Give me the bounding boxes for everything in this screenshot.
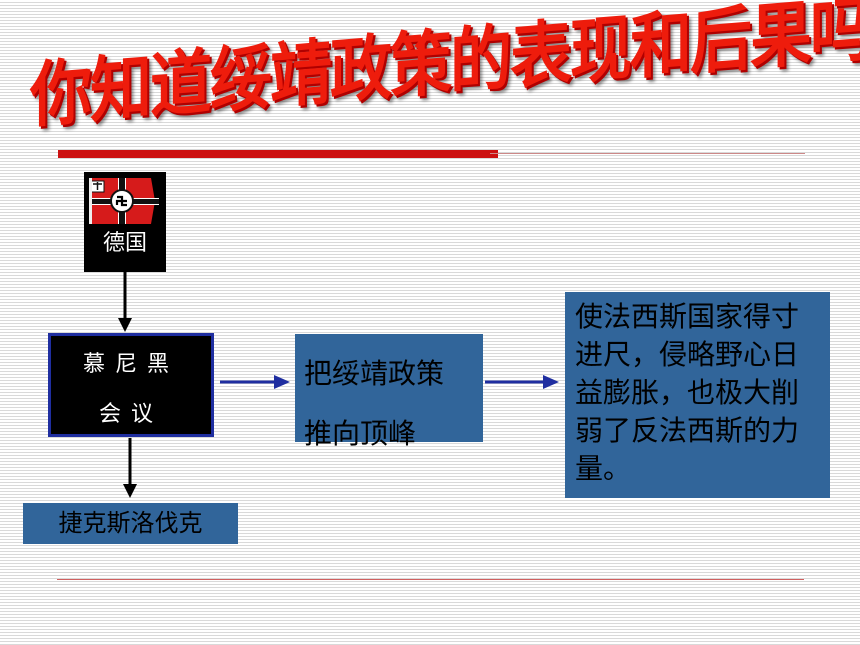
arrow-germany-to-munich (118, 272, 132, 332)
munich-line2: 会议 (98, 402, 163, 427)
munich-conference-box: 慕尼黑 会议 (48, 333, 214, 437)
arrow-push-to-result (485, 375, 559, 389)
czechoslovakia-box: 捷克斯洛伐克 (23, 503, 238, 544)
title-rule (490, 153, 805, 154)
arrow-munich-to-czech (123, 438, 137, 498)
arrow-munich-to-push (220, 375, 290, 389)
germany-label: 德国 (102, 231, 147, 256)
push-line2: 推向顶峰 (304, 417, 417, 450)
bottom-rule (57, 579, 804, 580)
munich-line1: 慕尼黑 (82, 352, 179, 377)
push-line1: 把绥靖政策 (304, 357, 445, 390)
consequence-box: 使法西斯国家得寸进尺，侵略野心日益膨胀，也极大削弱了反法西斯的力量。 (565, 292, 830, 498)
appeasement-peak-box: 把绥靖政策 推向顶峰 (295, 334, 483, 450)
german-war-flag-icon (89, 178, 159, 224)
title-underline (58, 150, 498, 158)
